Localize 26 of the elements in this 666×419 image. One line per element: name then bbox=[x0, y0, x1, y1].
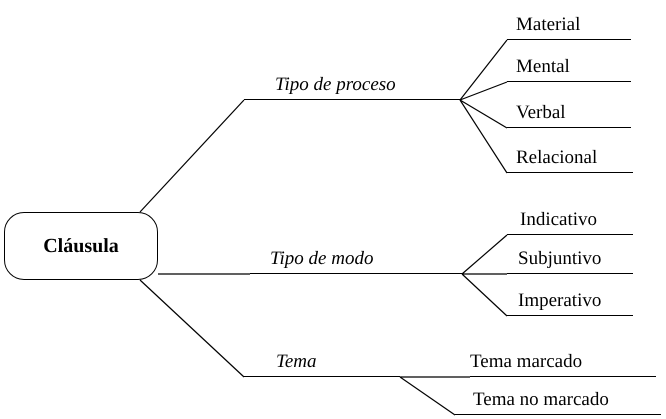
connector-line bbox=[400, 376, 470, 378]
connector-line bbox=[462, 274, 508, 316]
connector-line bbox=[460, 40, 508, 100]
node-label: Cláusula bbox=[43, 235, 119, 257]
leaf-label: Tema marcado bbox=[470, 351, 582, 373]
connector-line bbox=[460, 100, 508, 174]
connector-line bbox=[462, 234, 508, 274]
connector-line bbox=[462, 273, 507, 275]
leaf-label: Indicativo bbox=[520, 209, 598, 231]
leaf-label: Imperativo bbox=[518, 290, 602, 312]
category-label: Tema bbox=[276, 351, 316, 373]
connector-line bbox=[158, 273, 250, 275]
connector-line bbox=[460, 81, 508, 101]
connector-line bbox=[400, 376, 456, 416]
leaf-label: Relacional bbox=[516, 147, 598, 169]
connector-line bbox=[140, 280, 244, 378]
category-label: Tipo de proceso bbox=[275, 74, 396, 96]
leaf-label: Verbal bbox=[516, 102, 566, 124]
leaf-label: Mental bbox=[516, 56, 570, 78]
leaf-label: Subjuntivo bbox=[518, 248, 602, 270]
leaf-label: Material bbox=[516, 14, 580, 36]
root-node-box bbox=[4, 212, 158, 280]
category-label: Tipo de modo bbox=[270, 248, 374, 270]
connector-line bbox=[140, 100, 244, 212]
leaf-label: Tema no marcado bbox=[473, 389, 609, 411]
connector-line bbox=[460, 99, 508, 129]
